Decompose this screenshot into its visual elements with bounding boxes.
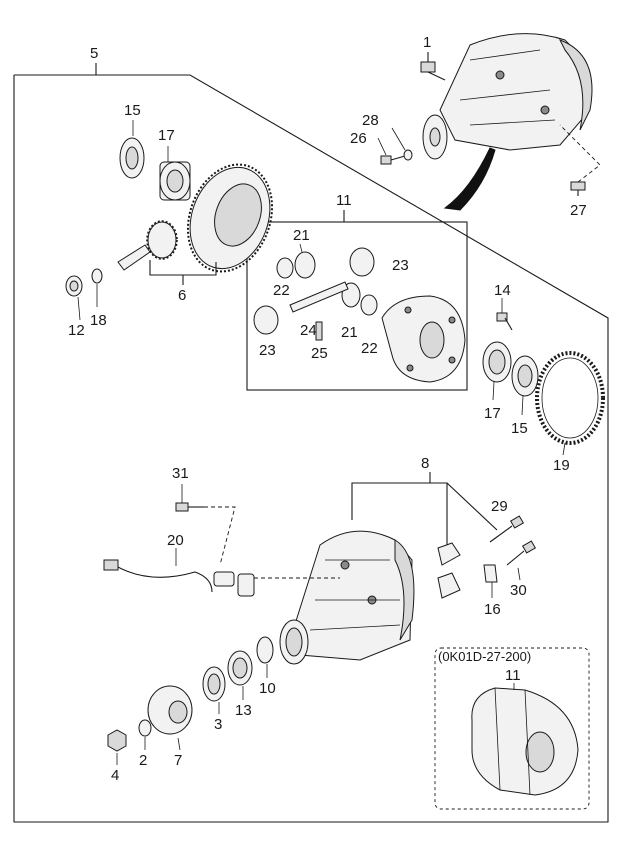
callout-labels: 1 5 15 17 28 26 27 11 21 23 22 24 21 23 … <box>68 34 587 784</box>
callout-3: 3 <box>214 716 222 733</box>
callout-12: 12 <box>68 322 85 339</box>
callout-22a: 22 <box>273 282 290 299</box>
group-frame-5 <box>13 74 609 823</box>
tone-ring-19 <box>535 351 605 456</box>
bolt-29 <box>489 515 525 543</box>
callout-13: 13 <box>235 702 252 719</box>
callout-8: 8 <box>421 455 429 472</box>
assembly-arrow <box>443 147 496 211</box>
callout-28: 28 <box>362 112 379 129</box>
bearing-17-right <box>482 341 512 401</box>
callout-18: 18 <box>90 312 107 329</box>
callout-29: 29 <box>491 498 508 515</box>
lock-nut-4 <box>107 729 127 765</box>
variant-dashed-box <box>434 647 590 810</box>
callout-21a: 21 <box>293 227 310 244</box>
callout-26: 26 <box>350 130 367 147</box>
variant-code: (0K01D-27-200) <box>438 649 531 664</box>
callout-2: 2 <box>139 752 147 769</box>
callout-16: 16 <box>484 601 501 618</box>
callout-17-top: 17 <box>158 127 175 144</box>
callout-15-top: 15 <box>124 102 141 119</box>
companion-flange-7 <box>147 685 193 751</box>
callout-11: 11 <box>336 192 352 209</box>
ring-gear <box>186 163 274 273</box>
callout-17-right: 17 <box>484 405 501 422</box>
carrier-housing-lower <box>279 530 415 665</box>
callout-11-variant: 11 <box>505 667 521 684</box>
callout-10: 10 <box>259 680 276 697</box>
oil-seal-15-right <box>511 355 539 416</box>
bolt-31 <box>175 484 236 566</box>
washer-2 <box>138 719 152 750</box>
callout-14: 14 <box>494 282 511 299</box>
callout-27: 27 <box>570 202 587 219</box>
callout-15-right: 15 <box>511 420 528 437</box>
callout-21b: 21 <box>341 324 358 341</box>
bolt-14 <box>496 298 513 331</box>
bearing-13 <box>227 650 253 700</box>
callout-30: 30 <box>510 582 527 599</box>
axle-housing-top <box>422 33 593 160</box>
diff-parts <box>253 243 466 383</box>
abs-sensor-20 <box>103 548 255 597</box>
spacer-10 <box>256 636 274 678</box>
callout-25: 25 <box>311 345 328 362</box>
oil-seal-12 <box>65 275 83 321</box>
callout-7: 7 <box>174 752 182 769</box>
bearing-caps <box>437 542 498 599</box>
oil-seal-3 <box>202 666 226 714</box>
spacer-18 <box>91 268 103 307</box>
callout-6: 6 <box>178 287 186 304</box>
bolt-27 <box>559 124 601 196</box>
callout-31: 31 <box>172 465 189 482</box>
callout-20: 20 <box>167 532 184 549</box>
differential-group-box <box>246 221 468 391</box>
bolt-1 <box>420 52 446 81</box>
callout-4: 4 <box>111 767 119 784</box>
callout-5: 5 <box>90 45 98 62</box>
bolt-26-washer-28 <box>377 127 413 165</box>
callout-19: 19 <box>553 457 570 474</box>
bearing-17-top <box>159 146 191 201</box>
callout-23a: 23 <box>392 257 409 274</box>
oil-seal-15-top <box>119 120 145 179</box>
callout-23b: 23 <box>259 342 276 359</box>
callout-1: 1 <box>423 34 431 51</box>
callout-24: 24 <box>300 322 317 339</box>
variant-differential <box>471 683 579 796</box>
callout-22b: 22 <box>361 340 378 357</box>
drive-pinion <box>117 220 178 271</box>
bolt-30 <box>506 540 537 581</box>
